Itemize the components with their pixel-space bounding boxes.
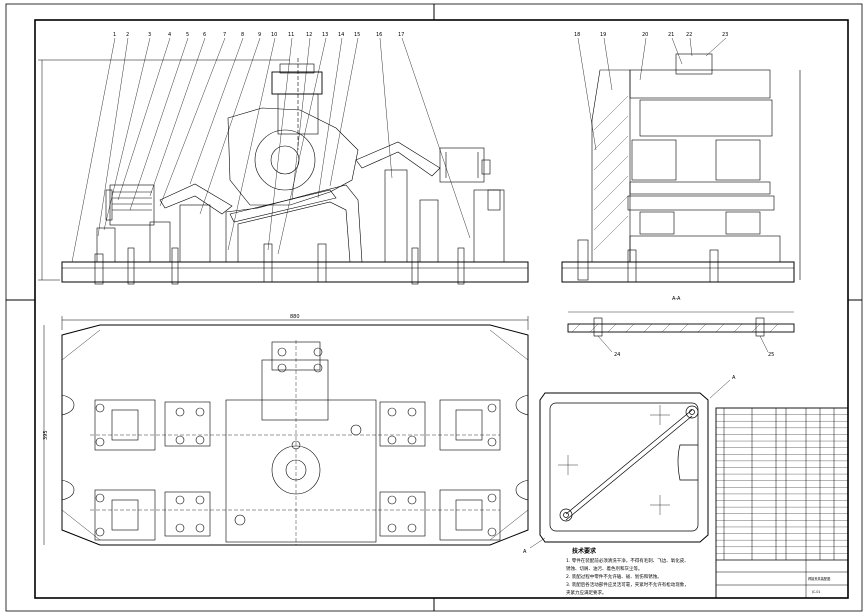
callout-11: 11 — [288, 32, 294, 38]
callout-8: 8 — [241, 32, 244, 38]
side-leaders — [577, 37, 727, 151]
view-label-top: A — [732, 375, 736, 381]
callout-24: 24 — [614, 352, 620, 358]
notes-title: 技术要求 — [572, 547, 597, 555]
callout-21: 21 — [668, 32, 674, 38]
section-label: A-A — [672, 296, 681, 302]
title-block-drawing-no: JC-01 — [811, 590, 820, 594]
callout-3: 3 — [148, 32, 151, 38]
callout-7: 7 — [223, 32, 226, 38]
depth-dimension-text: 395 — [43, 430, 49, 440]
callout-18: 18 — [574, 32, 580, 38]
note-2: 2. 装配过程中零件不允许磕、碰、划伤和锈蚀。 — [566, 573, 662, 580]
callout-10: 10 — [271, 32, 277, 38]
base-bolts — [94, 243, 465, 285]
title-block-name: 焊接夹具装配图 — [808, 576, 830, 581]
technical-notes: 技术要求 1. 零件在装配前必须清洗干净，不得有毛刺、飞边、氧化皮、 锈蚀、切屑… — [566, 547, 689, 596]
title-block-text: 焊接夹具装配图 JC-01 — [808, 576, 830, 594]
width-dimension-text: 880 — [290, 314, 300, 320]
callout-22: 22 — [686, 32, 692, 38]
side-view — [561, 53, 801, 283]
callout-17: 17 — [398, 32, 404, 38]
callout-14: 14 — [338, 32, 344, 38]
callout-9: 9 — [258, 32, 261, 38]
callout-1: 1 — [113, 32, 116, 38]
front-view — [61, 58, 529, 285]
top-view — [61, 324, 529, 546]
callout-2: 2 — [126, 32, 129, 38]
width-dimension — [61, 316, 529, 330]
callout-5: 5 — [186, 32, 189, 38]
front-leaders — [71, 37, 471, 263]
note-3: 3. 装配后各活动部件应灵活可靠，夹紧时不允许有松动现象， — [566, 581, 689, 588]
callout-6: 6 — [203, 32, 206, 38]
note-1b: 锈蚀、切屑、油污、着色剂和灰尘等。 — [566, 565, 643, 572]
note-3b: 夹紧力应满足要求。 — [566, 589, 607, 596]
callout-19: 19 — [600, 32, 606, 38]
callout-20: 20 — [642, 32, 648, 38]
callout-15: 15 — [354, 32, 360, 38]
front-callout-numbers: 1 2 3 4 5 6 7 8 9 10 11 12 13 14 15 16 1… — [113, 32, 404, 38]
callout-4: 4 — [168, 32, 171, 38]
note-1: 1. 零件在装配前必须清洗干净，不得有毛刺、飞边、氧化皮、 — [566, 557, 689, 564]
callout-16: 16 — [376, 32, 382, 38]
section-view — [567, 311, 795, 353]
callout-25: 25 — [768, 352, 774, 358]
callout-23: 23 — [722, 32, 728, 38]
height-dimension — [38, 59, 290, 281]
sheet-border — [5, 3, 863, 612]
parts-list — [715, 407, 849, 599]
view-label-bottom: A — [523, 549, 527, 555]
callout-12: 12 — [306, 32, 312, 38]
callout-13: 13 — [322, 32, 328, 38]
plate-detail — [529, 379, 731, 549]
side-callout-numbers: 18 19 20 21 22 23 — [574, 32, 728, 38]
